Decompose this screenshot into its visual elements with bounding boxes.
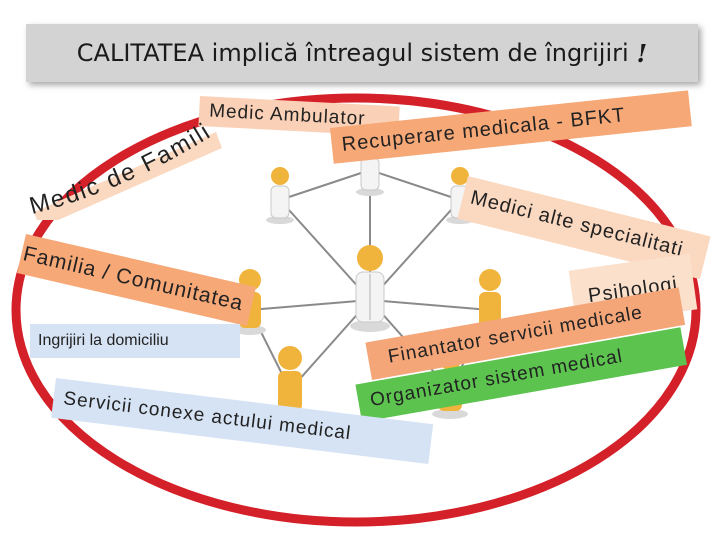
figure-back-left <box>266 167 294 224</box>
red-oval-frame <box>11 93 701 527</box>
title-banner: CALITATEA implică întreagul sistem de în… <box>26 24 698 82</box>
svg-text:Medic de Familie: Medic de Familie <box>22 120 216 220</box>
label-medic-de-familie-text: Medic de Familie <box>22 120 214 220</box>
label-ingrijiri-la-domiciliu: Ingrijiri la domiciliu <box>30 324 240 358</box>
figure-front-left <box>272 346 308 419</box>
page-title: CALITATEA implică întreagul sistem de în… <box>76 39 629 67</box>
title-exclamation: ! <box>636 38 648 68</box>
label-medic-de-familie: Medic de Familie <box>22 120 222 220</box>
figure-center-doctor <box>350 245 390 332</box>
